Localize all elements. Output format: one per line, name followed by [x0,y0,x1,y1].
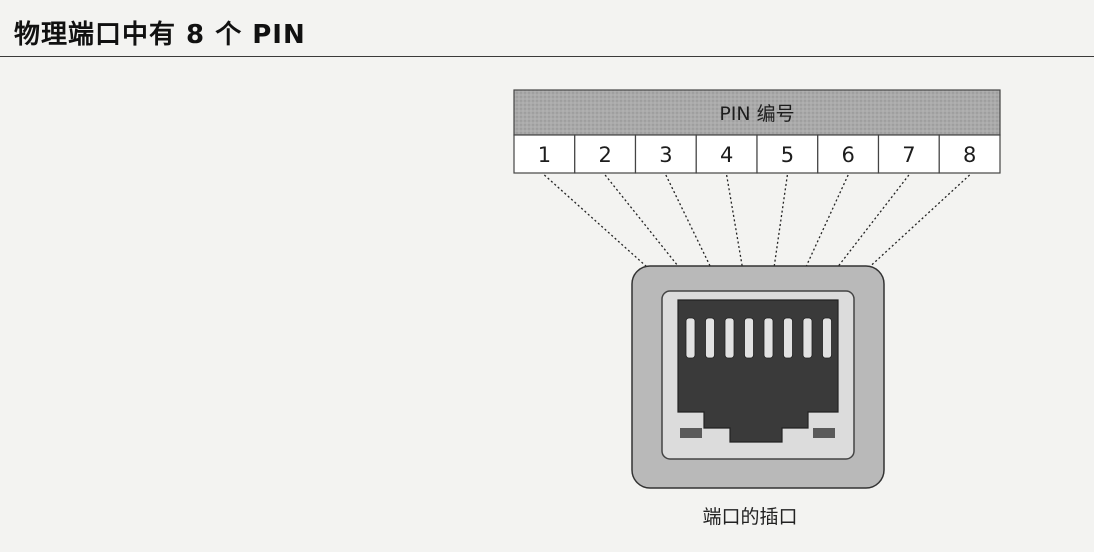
pin-cell-8 [938,134,1001,174]
pin-number-5: 5 [781,143,794,167]
socket-contacts [685,317,832,359]
pin-number-3: 3 [659,143,672,167]
page-title: 物理端口中有 8 个 PIN [14,20,306,50]
title-underline [0,56,1094,57]
pin-connector-3 [665,174,731,307]
pin-cell-4 [695,134,758,174]
pin-number-8: 8 [963,143,976,167]
socket-contact-4 [744,317,754,359]
pin-connector-7 [806,174,910,307]
pin-connector-8 [826,174,971,307]
pin-number-6: 6 [841,143,854,167]
socket-contact-3 [724,317,735,359]
pin-connector-6 [787,174,849,307]
pin-header-bar [513,89,1001,136]
port-socket [631,265,885,489]
pin-cell-3 [634,134,697,174]
pin-cell-6 [817,134,880,174]
socket-caption: 端口的插口 [702,506,798,528]
pin-number-1: 1 [538,143,551,167]
pin-cell-7 [877,134,940,174]
socket-led-right [813,428,835,438]
pin-cell-5 [756,134,819,174]
socket-contact-8 [822,317,832,359]
pin-header-label: PIN 编号 [719,103,794,125]
pin-number-2: 2 [598,143,611,167]
socket-contact-7 [802,317,813,359]
pin-cell-2 [574,134,637,174]
pin-number-7: 7 [902,143,915,167]
pin-number-row: 1 2 3 4 5 6 7 8 [513,134,1001,174]
socket-opening [677,299,839,443]
socket-contact-2 [705,317,715,359]
socket-led-left [680,428,702,438]
socket-contact-1 [685,317,696,359]
socket-contact-6 [783,317,793,359]
socket-contact-5 [763,317,774,359]
pin-number-4: 4 [720,143,733,167]
